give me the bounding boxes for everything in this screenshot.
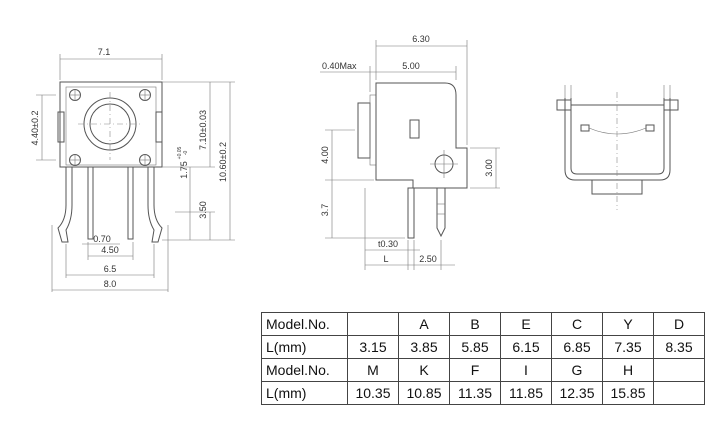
dim-side-left-2: 3.7 xyxy=(320,204,330,217)
table-cell: 5.85 xyxy=(449,335,501,359)
table-cell: 7.35 xyxy=(602,335,654,359)
dim-front-right-1: 7.10±0.03 xyxy=(198,110,208,150)
table-cell: E xyxy=(500,312,552,336)
dim-front-bottom-2: 4.50 xyxy=(101,245,119,255)
table-cell xyxy=(347,312,399,336)
row-header-cell: Model.No. xyxy=(261,312,348,336)
dim-front-mid-sup: +0.05 xyxy=(177,146,183,159)
dim-side-bottom-1: t0.30 xyxy=(378,239,398,249)
table-cell: K xyxy=(398,358,450,382)
table-cell: 15.85 xyxy=(602,381,654,405)
dim-side-top-1: 6.30 xyxy=(412,34,430,44)
dim-front-mid: 1.75 xyxy=(179,161,189,179)
dim-side-bottom-2: L xyxy=(383,254,388,264)
table-cell: 10.35 xyxy=(347,381,399,405)
dim-front-left: 4.40±0.2 xyxy=(30,111,40,146)
table-cell: I xyxy=(500,358,552,382)
dim-side-bottom-3: 2.50 xyxy=(419,254,437,264)
dim-front-bottom-3: 6.5 xyxy=(104,264,117,274)
table-cell: G xyxy=(551,358,603,382)
dim-side-right: 3.00 xyxy=(484,159,494,177)
dim-side-top-3: 5.00 xyxy=(402,61,420,71)
dim-front-top: 7.1 xyxy=(98,47,111,57)
table-cell: 8.35 xyxy=(653,335,705,359)
table-cell xyxy=(653,358,705,382)
table-cell: 3.85 xyxy=(398,335,450,359)
table-cell: Y xyxy=(602,312,654,336)
table-cell: H xyxy=(602,358,654,382)
table-cell: M xyxy=(347,358,399,382)
front-view xyxy=(36,54,235,292)
row-header-cell: L(mm) xyxy=(261,381,348,405)
table-cell: 12.35 xyxy=(551,381,603,405)
dim-front-low: 3.50 xyxy=(198,201,208,219)
dim-front-bottom-4: 8.0 xyxy=(104,279,117,289)
table-cell: 11.35 xyxy=(449,381,501,405)
table-cell: 10.85 xyxy=(398,381,450,405)
row-header-cell: Model.No. xyxy=(261,358,348,382)
table-cell: C xyxy=(551,312,603,336)
dim-side-left-1: 4.00 xyxy=(320,146,330,164)
dim-side-top-2: 0.40Max xyxy=(322,61,357,71)
table-cell: D xyxy=(653,312,705,336)
right-view xyxy=(556,85,679,210)
table-cell: B xyxy=(449,312,501,336)
table-cell: F xyxy=(449,358,501,382)
table-cell: 6.85 xyxy=(551,335,603,359)
table-cell: 11.85 xyxy=(500,381,552,405)
table-cell: A xyxy=(398,312,450,336)
dim-front-mid-sub: -0 xyxy=(183,151,189,156)
technical-drawing: 7.1 4.40±0.2 7.10±0.03 10.60±0.2 1.75 +0… xyxy=(30,34,679,292)
table-cell: 6.15 xyxy=(500,335,552,359)
dim-front-right-2: 10.60±0.2 xyxy=(218,142,228,182)
row-header-cell: L(mm) xyxy=(261,335,348,359)
side-view xyxy=(320,40,500,270)
dim-front-bottom-1: 0.70 xyxy=(93,234,111,244)
table-cell: 3.15 xyxy=(347,335,399,359)
table-cell xyxy=(653,381,705,405)
